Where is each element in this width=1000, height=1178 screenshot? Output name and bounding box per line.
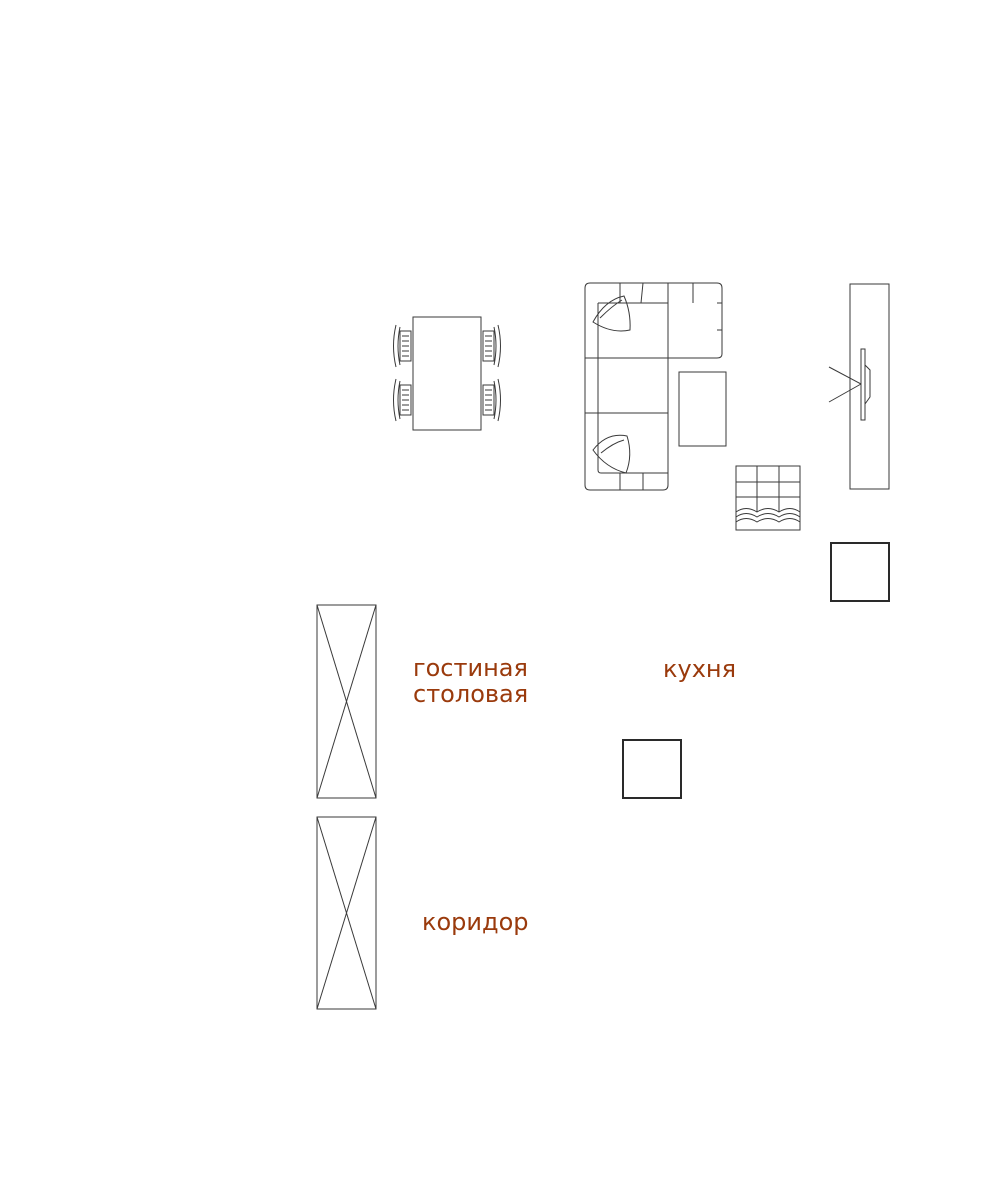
dining-chair-icon xyxy=(482,324,501,368)
corner-sofa-icon xyxy=(584,282,723,491)
dining-chair-icon xyxy=(482,378,501,422)
pillow-icon xyxy=(592,295,631,332)
square-column-icon xyxy=(622,739,682,799)
wardrobe-icon xyxy=(316,604,377,799)
coffee-table-icon xyxy=(678,371,727,447)
armchair-icon xyxy=(735,465,801,531)
room-label-corridor: коридор xyxy=(422,908,529,936)
room-label-kitchen: кухня xyxy=(663,655,737,683)
dining-chair-icon xyxy=(393,378,412,422)
room-label-dining: столовая xyxy=(413,680,529,708)
room-label-living: гостиная xyxy=(413,654,528,682)
dining-set xyxy=(393,316,501,431)
wardrobe-icon xyxy=(316,816,377,1010)
television-icon xyxy=(828,348,871,421)
square-column-icon xyxy=(830,542,890,602)
pillow-icon xyxy=(592,434,631,474)
dining-chair-icon xyxy=(393,324,412,368)
tv-stand-icon xyxy=(849,283,890,490)
dining-table-icon xyxy=(412,316,482,431)
